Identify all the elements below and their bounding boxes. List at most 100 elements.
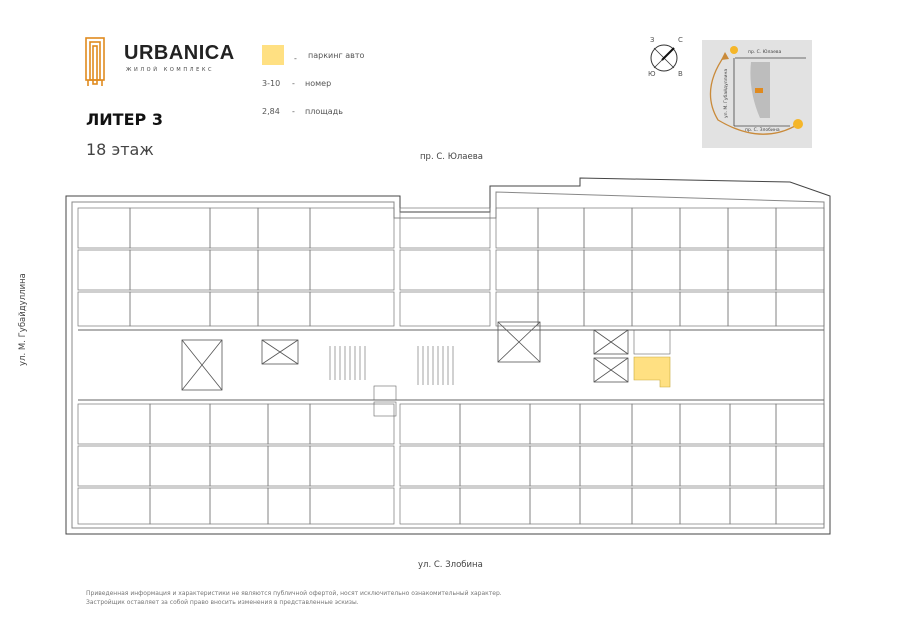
room	[775, 445, 825, 487]
parking-spot	[373, 385, 397, 401]
room	[209, 207, 259, 249]
room	[149, 487, 211, 525]
room	[579, 445, 633, 487]
compass-west: З	[650, 36, 655, 44]
room	[77, 207, 131, 249]
street-bottom: ул. С. Злобина	[418, 560, 483, 570]
disclaimer: Приведенная информация и характеристики …	[86, 589, 502, 607]
room	[399, 403, 461, 445]
legend-parking-swatch	[262, 45, 284, 65]
room	[679, 291, 729, 327]
room	[459, 487, 531, 525]
room	[579, 487, 633, 525]
room	[399, 445, 461, 487]
elevator-shafts	[181, 321, 629, 391]
room	[129, 207, 211, 249]
room	[399, 487, 461, 525]
room	[309, 249, 395, 291]
room	[631, 291, 681, 327]
floor-title: 18 этаж	[86, 140, 154, 159]
room	[775, 403, 825, 445]
room	[729, 487, 777, 525]
room	[257, 207, 311, 249]
legend-number-symbol: 3-10	[262, 79, 281, 88]
room	[679, 207, 729, 249]
room	[209, 249, 259, 291]
brand-name: URBANICA	[124, 42, 235, 64]
disclaimer-line: Застройщик оставляет за собой право внос…	[86, 599, 359, 606]
room	[529, 487, 581, 525]
room	[727, 291, 777, 327]
room	[631, 487, 681, 525]
room	[775, 207, 825, 249]
room	[495, 207, 539, 249]
room	[679, 249, 729, 291]
legend-dash: -	[292, 107, 295, 116]
room	[583, 207, 633, 249]
room	[267, 403, 311, 445]
room	[775, 249, 825, 291]
room	[149, 445, 211, 487]
room	[583, 249, 633, 291]
room	[775, 291, 825, 327]
brand-subtitle: ЖИЛОЙ КОМПЛЕКС	[126, 67, 215, 73]
room	[631, 445, 681, 487]
parking-spot	[633, 329, 671, 355]
room	[149, 403, 211, 445]
legend-number-label: номер	[305, 79, 332, 88]
room	[529, 445, 581, 487]
room	[579, 403, 633, 445]
room	[209, 445, 269, 487]
room	[257, 291, 311, 327]
street-top: пр. С. Юлаева	[420, 152, 483, 162]
room	[399, 249, 491, 291]
room	[679, 445, 731, 487]
parking-spot	[373, 401, 397, 417]
room	[583, 291, 633, 327]
room	[309, 207, 395, 249]
corridor	[78, 329, 824, 401]
room	[679, 403, 731, 445]
compass-south: Ю	[648, 70, 656, 78]
parking-spot-highlighted	[633, 356, 671, 388]
room	[77, 249, 131, 291]
room	[631, 207, 681, 249]
room	[129, 291, 211, 327]
room	[537, 207, 585, 249]
room	[257, 249, 311, 291]
building-title: ЛИТЕР 3	[86, 110, 163, 129]
room	[775, 487, 825, 525]
legend-area-symbol: 2,84	[262, 107, 280, 116]
room	[309, 291, 395, 327]
room	[77, 291, 131, 327]
compass-north: С	[678, 36, 683, 44]
room	[679, 487, 731, 525]
room	[495, 291, 539, 327]
room	[537, 249, 585, 291]
room	[727, 249, 777, 291]
room	[267, 445, 311, 487]
legend-area-label: площадь	[305, 107, 343, 116]
room	[209, 403, 269, 445]
minimap-street-bottom: пр. С. Злобина	[745, 128, 780, 133]
room	[309, 487, 395, 525]
minimap-street-top: пр. С. Юлаева	[748, 50, 782, 55]
disclaimer-line: Приведенная информация и характеристики …	[86, 590, 502, 597]
room	[129, 249, 211, 291]
room	[399, 207, 491, 249]
room	[459, 445, 531, 487]
room	[309, 403, 395, 445]
compass-east: В	[678, 70, 683, 78]
room	[537, 291, 585, 327]
room	[495, 249, 539, 291]
room	[631, 249, 681, 291]
room	[77, 445, 151, 487]
legend-dash: -	[294, 54, 297, 63]
room	[399, 291, 491, 327]
legend-parking-label: паркинг авто	[308, 51, 365, 60]
room	[729, 445, 777, 487]
room	[459, 403, 531, 445]
room	[309, 445, 395, 487]
stairs	[329, 346, 454, 385]
